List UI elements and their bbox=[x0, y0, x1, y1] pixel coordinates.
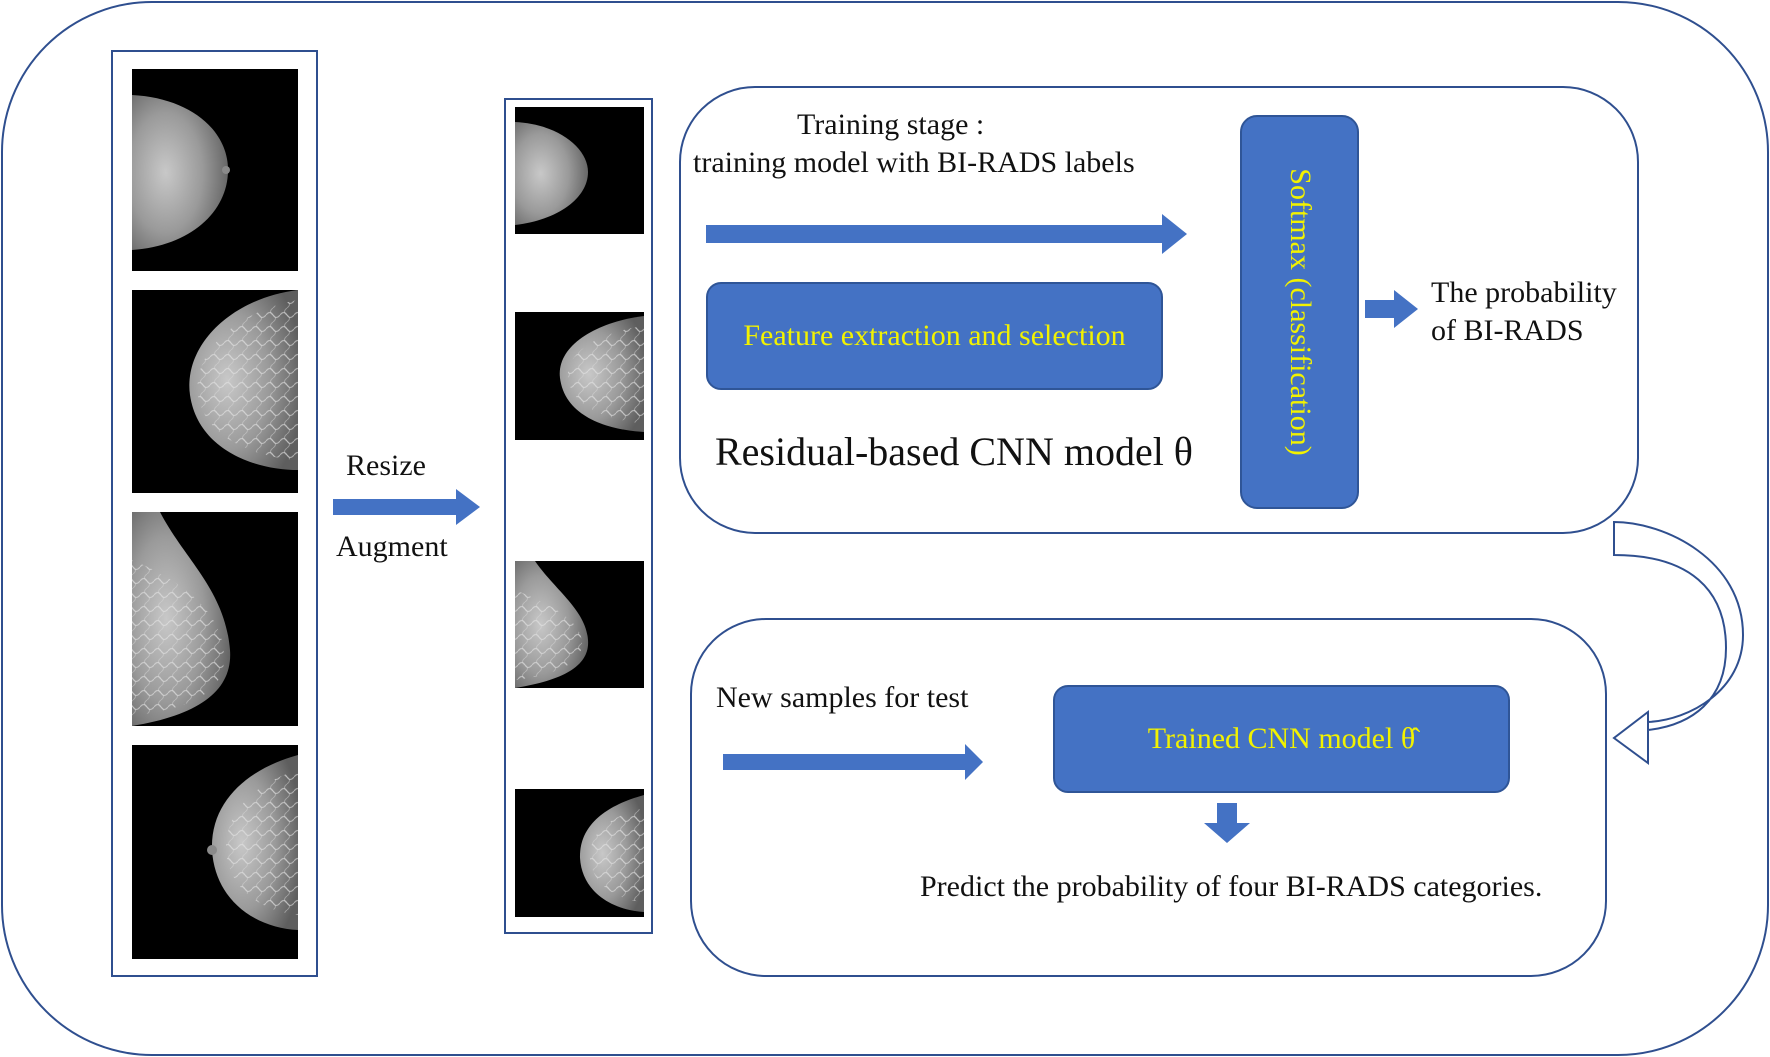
output-label-line1: The probability bbox=[1431, 276, 1617, 309]
prediction-label: Predict the probability of four BI-RADS … bbox=[920, 870, 1543, 903]
preprocess-arrow bbox=[333, 489, 480, 525]
trained-model-label: Trained CNN model θ̂ bbox=[1147, 722, 1416, 755]
model-label: Residual-based CNN model θ bbox=[715, 429, 1193, 474]
augment-label: Augment bbox=[336, 530, 448, 563]
softmax-label: Softmax (classification) bbox=[1283, 168, 1317, 456]
mammogram-original-2 bbox=[132, 290, 298, 493]
training-input-arrow bbox=[706, 214, 1187, 254]
mammogram-processed-4 bbox=[515, 789, 644, 917]
mammogram-processed-3 bbox=[515, 561, 644, 688]
training-stage-description: training model with BI-RADS labels bbox=[693, 146, 1135, 179]
original-images-panel bbox=[111, 50, 318, 977]
mammogram-processed-1 bbox=[515, 107, 644, 234]
training-stage-label: Training stage : bbox=[797, 108, 985, 141]
mammogram-original-3 bbox=[132, 512, 298, 726]
mammogram-original-1 bbox=[132, 69, 298, 271]
test-input-arrow bbox=[723, 744, 983, 780]
mammogram-processed-2 bbox=[515, 312, 644, 440]
softmax-output-arrow bbox=[1365, 290, 1418, 328]
softmax-label-wrap: Softmax (classification) bbox=[1241, 116, 1358, 508]
output-label-line2: of BI-RADS bbox=[1431, 314, 1584, 347]
resize-label: Resize bbox=[346, 449, 426, 482]
softmax-box bbox=[1240, 115, 1359, 509]
feature-extraction-label: Feature extraction and selection bbox=[743, 319, 1126, 352]
prediction-arrow bbox=[1204, 803, 1250, 843]
training-to-testing-connector bbox=[1612, 520, 1745, 765]
feature-extraction-box bbox=[706, 282, 1163, 390]
processed-images-panel bbox=[504, 98, 653, 934]
mammogram-original-4 bbox=[132, 745, 298, 959]
testing-panel bbox=[690, 618, 1607, 977]
test-input-label: New samples for test bbox=[716, 681, 969, 714]
trained-model-box bbox=[1053, 685, 1510, 793]
